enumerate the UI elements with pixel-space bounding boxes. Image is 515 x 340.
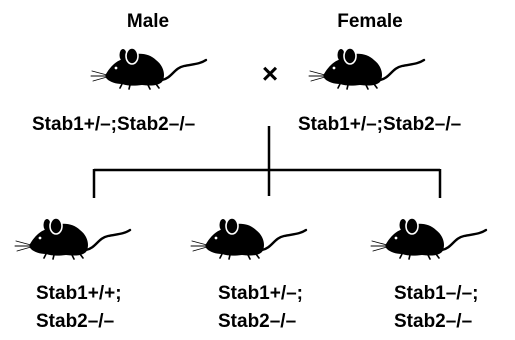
offspring-genotype-1-line2: Stab2–/– [36,311,115,332]
mouse-icon [307,46,426,91]
female-genotype: Stab1+/–;Stab2–/– [298,114,462,135]
female-heading: Female [337,11,403,32]
offspring-genotype-2-line1: Stab1+/–; [218,283,304,304]
mouse-icon [369,216,488,261]
offspring-genotype-3-line1: Stab1–/–; [394,283,479,304]
offspring-genotype-3-line2: Stab2–/– [394,311,473,332]
male-genotype: Stab1+/–;Stab2–/– [32,114,196,135]
mouse-icon [189,216,308,261]
mouse-icon [13,216,132,261]
offspring-genotype-2-line2: Stab2–/– [218,311,297,332]
offspring-genotype-1-line1: Stab1+/+; [36,283,122,304]
male-heading: Male [126,11,170,32]
mouse-icon [89,46,208,91]
cross-symbol: × [261,58,279,89]
